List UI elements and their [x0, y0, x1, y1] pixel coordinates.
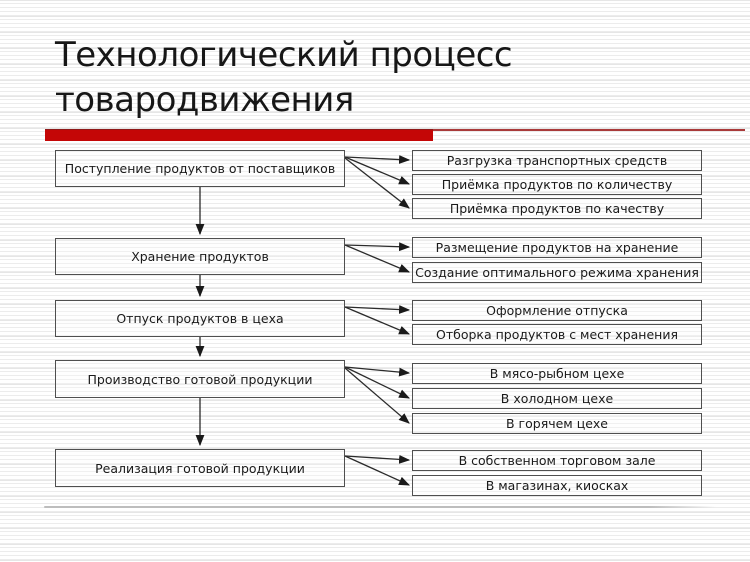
- process-substep-3-2: Отборка продуктов с мест хранения: [412, 324, 702, 345]
- arrow-step5-sub2: [344, 455, 411, 486]
- title-line-1: Технологический процесс: [55, 35, 513, 75]
- arrow-step3-sub1: [344, 305, 411, 314]
- slide-title: Технологический процесс товародвижения: [55, 33, 513, 123]
- process-substep-1-2: Приёмка продуктов по количеству: [412, 174, 702, 195]
- arrow-step5-sub1: [344, 454, 411, 464]
- process-substep-3-1: Оформление отпуска: [412, 300, 702, 321]
- process-substep-4-3: В горячем цехе: [412, 413, 702, 434]
- title-accent-line: [433, 129, 745, 131]
- process-step-3: Отпуск продуктов в цеха: [55, 300, 345, 337]
- arrow-step1-sub3: [344, 157, 410, 209]
- process-step-4: Производство готовой продукции: [55, 360, 345, 398]
- title-accent-bar: [45, 129, 433, 141]
- process-step-1: Поступление продуктов от поставщиков: [55, 150, 345, 187]
- process-step-2: Хранение продуктов: [55, 238, 345, 275]
- arrow-step4-sub2: [344, 366, 410, 399]
- arrow-step4-sub1: [344, 366, 411, 377]
- process-substep-5-1: В собственном торговом зале: [412, 450, 702, 471]
- footer-divider: [44, 506, 716, 508]
- process-substep-5-2: В магазинах, киосках: [412, 475, 702, 496]
- arrow-step1-sub2: [344, 156, 411, 185]
- arrow-step1-sub1: [344, 155, 411, 164]
- process-substep-1-3: Приёмка продуктов по качеству: [412, 198, 702, 219]
- arrow-step2-sub2: [344, 244, 411, 273]
- process-step-5: Реализация готовой продукции: [55, 449, 345, 487]
- process-substep-2-1: Размещение продуктов на хранение: [412, 237, 702, 258]
- process-substep-4-2: В холодном цехе: [412, 388, 702, 409]
- arrow-step2-sub1: [344, 242, 411, 252]
- arrow-step3-sub2: [344, 306, 411, 335]
- process-substep-4-1: В мясо-рыбном цехе: [412, 363, 702, 384]
- arrow-step4-sub3: [344, 367, 410, 424]
- process-substep-1-1: Разгрузка транспортных средств: [412, 150, 702, 171]
- title-line-2: товародвижения: [55, 80, 354, 120]
- process-substep-2-2: Создание оптимального режима хранения: [412, 262, 702, 283]
